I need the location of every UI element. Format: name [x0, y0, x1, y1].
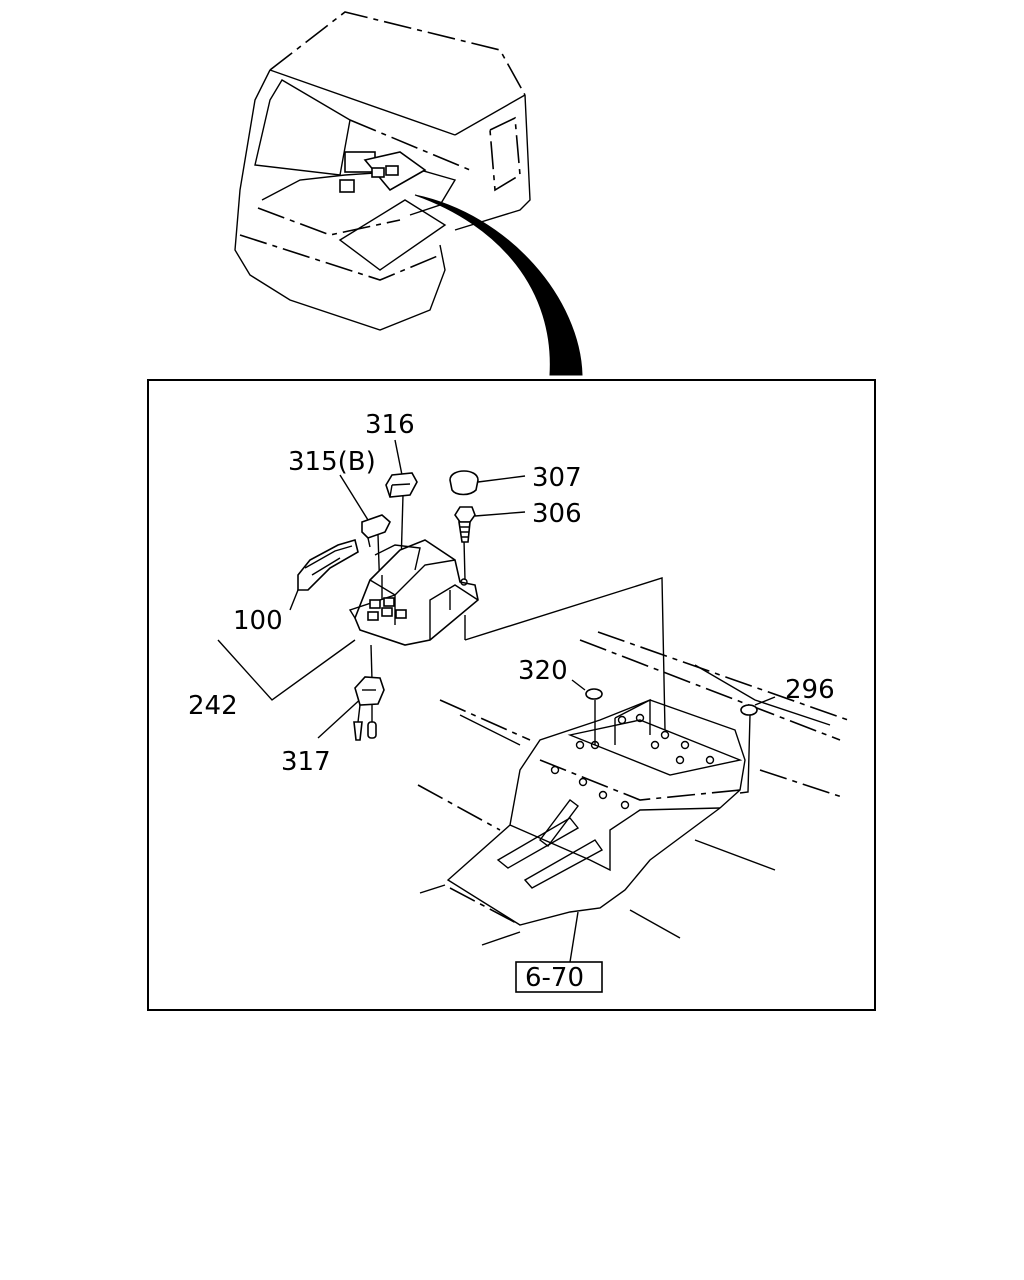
cab-overview: [234, 11, 531, 331]
callout-317: 317: [281, 747, 331, 777]
reference-box: 6-70: [515, 961, 603, 993]
console-box: [348, 539, 479, 646]
plug-part-296: [740, 704, 758, 716]
callout-316: 316: [365, 410, 415, 440]
lid-part-100: [297, 538, 359, 591]
zoom-pointer: [414, 194, 583, 376]
callout-307: 307: [532, 463, 582, 493]
detail-frame: [147, 379, 876, 1011]
screw-part-306: [454, 506, 476, 543]
switch-part-317: [353, 676, 385, 741]
callout-306: 306: [532, 499, 582, 529]
callout-320: 320: [518, 656, 568, 686]
callout-296: 296: [785, 675, 835, 705]
callout-242: 242: [188, 691, 238, 721]
cap-part-307: [449, 470, 479, 496]
callout-315b: 315(B): [288, 447, 376, 477]
floor-panel: [417, 631, 849, 946]
plug-part-320: [585, 688, 603, 700]
callout-100: 100: [233, 606, 283, 636]
switch-part-316: [385, 472, 418, 498]
reference-label: 6-70: [525, 963, 584, 993]
leader-lines: [217, 439, 776, 963]
clip-part-315b: [361, 514, 391, 548]
